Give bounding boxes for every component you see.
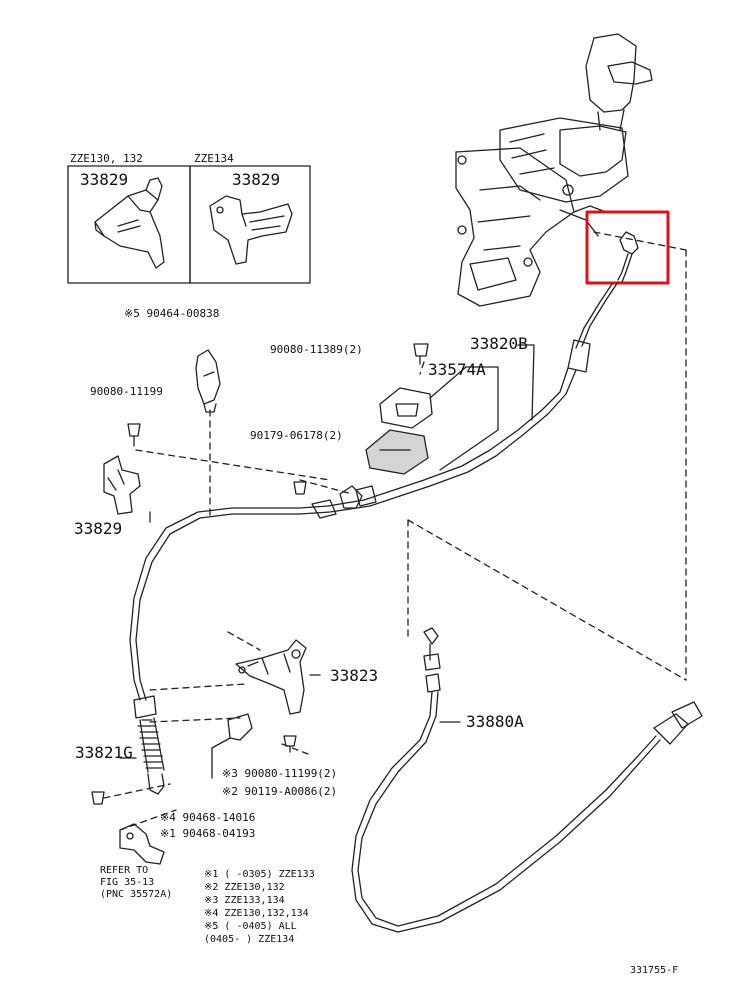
note-line: (0405- ) ZZE134 bbox=[204, 934, 295, 945]
shift-cable-33820B bbox=[129, 281, 619, 795]
clamp-90464 bbox=[195, 349, 221, 413]
part-label-33829-left: 33829 bbox=[80, 170, 129, 189]
note-line: ※2 ZZE130,132 bbox=[204, 882, 285, 893]
lever-piece bbox=[119, 823, 165, 865]
refer-line-2: FIG 35-13 bbox=[100, 877, 155, 888]
part-label-33880A: 33880A bbox=[466, 712, 524, 731]
refer-line-1: REFER TO bbox=[100, 865, 149, 876]
part-label-33829-right: 33829 bbox=[232, 170, 281, 189]
cable-end-top bbox=[617, 231, 639, 283]
label-leaders bbox=[119, 344, 535, 779]
part-label-33823: 33823 bbox=[330, 666, 379, 685]
part-label-90080-11199-top: 90080-11199 bbox=[90, 385, 163, 398]
shift-lever-assembly bbox=[455, 33, 653, 307]
variant-label-right: ZZE134 bbox=[194, 152, 234, 165]
small-clip bbox=[227, 713, 253, 741]
bracket-sketch-left bbox=[94, 177, 165, 269]
note-line: ※5 ( -0405) ALL bbox=[204, 921, 297, 932]
part-label-33829-mid: 33829 bbox=[74, 519, 123, 538]
part-label-90119: ※2 90119-A0086(2) bbox=[222, 785, 338, 798]
note-line: ※3 ZZE133,134 bbox=[204, 895, 285, 906]
cable-33880A bbox=[351, 627, 703, 933]
part-label-90080-11199-b: ※3 90080-11199(2) bbox=[222, 767, 338, 780]
notes-block: ※1 ( -0305) ZZE133 ※2 ZZE130,132 ※3 ZZE1… bbox=[204, 870, 315, 948]
variant-label-left: ZZE130, 132 bbox=[70, 152, 143, 165]
part-label-90468-04193: ※1 90468-04193 bbox=[160, 827, 256, 840]
figure-id: 331755-F bbox=[630, 965, 679, 976]
inset-box-right bbox=[189, 165, 311, 284]
part-label-90464: ※5 90464-00838 bbox=[124, 307, 220, 320]
highlight-box bbox=[585, 210, 670, 285]
bolts bbox=[91, 343, 429, 805]
leader-lines bbox=[103, 231, 687, 831]
note-line: ※1 ( -0305) ZZE133 bbox=[204, 869, 315, 880]
note-line: ※4 ZZE130,132,134 bbox=[204, 908, 309, 919]
part-label-33820B: 33820B bbox=[470, 334, 528, 353]
bracket-33829-mid bbox=[103, 455, 141, 515]
part-label-90468-14016: ※4 90468-14016 bbox=[160, 811, 256, 824]
bracket-sketch-right bbox=[209, 195, 293, 265]
part-label-90080-11389: 90080-11389(2) bbox=[270, 343, 363, 356]
refer-line-3: (PNC 35572A) bbox=[100, 889, 173, 900]
clip-33823 bbox=[235, 639, 307, 715]
grommet-33574A bbox=[365, 387, 433, 475]
part-label-33821G: 33821G bbox=[75, 743, 133, 762]
cable-bracket bbox=[339, 485, 363, 509]
part-label-90179: 90179-06178(2) bbox=[250, 429, 343, 442]
part-label-33574A: 33574A bbox=[428, 360, 486, 379]
